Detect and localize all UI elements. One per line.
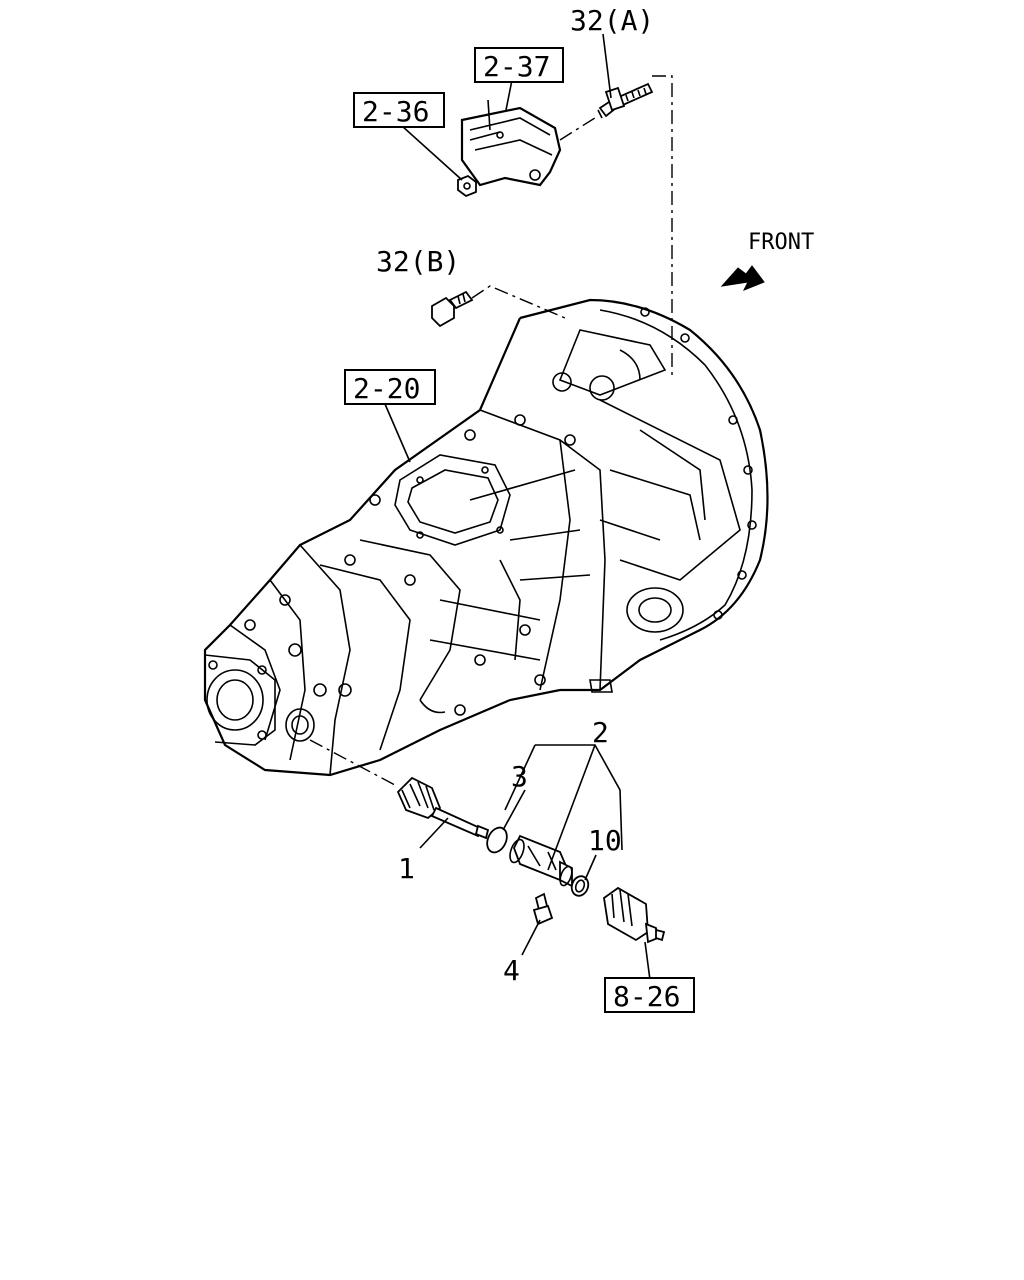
speedometer-gear-shaft (309, 739, 490, 840)
callout-2: 2 (592, 716, 609, 749)
transmission-housing (203, 298, 769, 777)
callout-8-26: 8-26 (613, 980, 680, 1013)
front-arrow-icon (720, 265, 765, 291)
callout-2-36: 2-36 (362, 95, 429, 128)
callout-10: 10 (588, 824, 622, 857)
callout-box-2-20 (344, 369, 436, 405)
assembly-line-32a (652, 75, 673, 380)
leader-lines (384, 33, 651, 981)
callout-4: 4 (503, 954, 520, 987)
bolt-32a (597, 82, 654, 119)
assembly-line-bracket (559, 115, 599, 141)
mount-bracket (460, 99, 562, 187)
sleeve-bolt (532, 892, 554, 926)
oil-seal (570, 875, 590, 897)
callout-3: 3 (511, 760, 528, 793)
callout-32a: 32(A) (570, 4, 654, 37)
speed-sensor (603, 886, 666, 944)
callout-1: 1 (398, 852, 415, 885)
callout-box-2-36 (353, 92, 445, 128)
callout-2-37: 2-37 (483, 50, 550, 83)
callout-32b: 32(B) (376, 245, 460, 278)
callout-box-2-37 (474, 47, 564, 83)
speedometer-sleeve (509, 834, 573, 888)
front-direction-indicator: FRONT (720, 230, 814, 291)
callout-2-20: 2-20 (353, 372, 420, 405)
o-ring (486, 826, 508, 854)
front-label: FRONT (748, 230, 814, 255)
mount-nut (457, 174, 477, 198)
callout-box-8-26 (604, 977, 695, 1013)
bolt-32b (431, 290, 474, 328)
assembly-line-32b (471, 285, 566, 319)
